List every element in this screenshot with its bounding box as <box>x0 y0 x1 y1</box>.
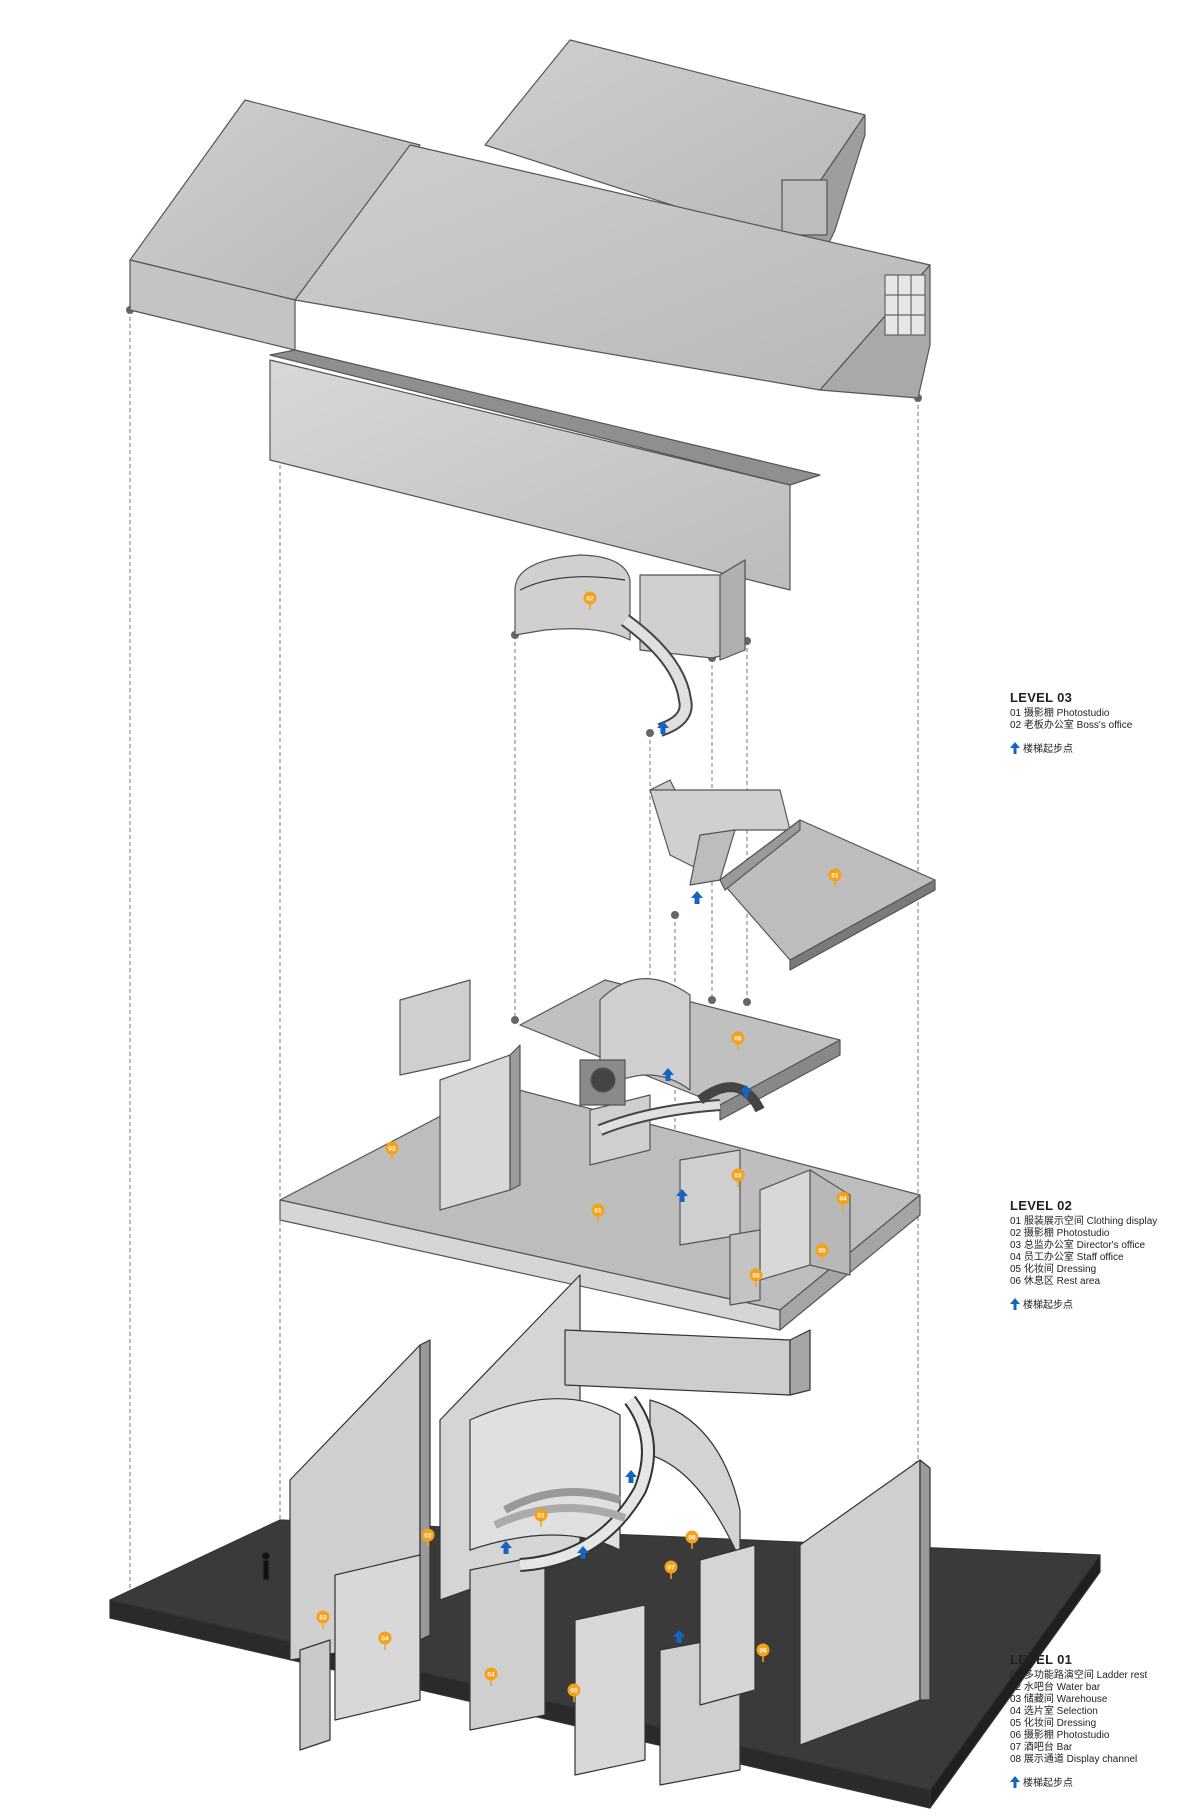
location-marker: 06 <box>731 1031 745 1050</box>
level-02-slab <box>279 978 921 1331</box>
legend-level-02: LEVEL 02 01 服装展示空间 Clothing display 02 摄… <box>1010 1198 1195 1311</box>
marker-number: 01 <box>537 1513 545 1520</box>
stair-start-arrow-icon <box>500 1541 512 1554</box>
marker-number: 05 <box>752 1273 760 1280</box>
legend-stair-note: 楼梯起步点 <box>1010 1296 1195 1311</box>
roof <box>129 39 931 591</box>
location-marker: 04 <box>484 1667 498 1686</box>
stair-start-arrow-icon <box>577 1546 589 1559</box>
marker-number: 04 <box>839 1196 847 1203</box>
marker-number: 05 <box>570 1688 578 1695</box>
stair-note-label: 楼梯起步点 <box>1023 744 1073 755</box>
legend-item: 03 储藏间 Warehouse <box>1010 1694 1108 1705</box>
location-marker: 04 <box>378 1631 392 1650</box>
marker-number: 08 <box>688 1535 696 1542</box>
legend-level-01: LEVEL 01 01 多功能路演空间 Ladder rest 02 水吧台 W… <box>1010 1652 1195 1789</box>
location-marker: 01 <box>534 1508 548 1527</box>
level-03-photostudio <box>649 779 936 971</box>
legend-item: 03 总监办公室 Director's office <box>1010 1240 1146 1251</box>
marker-number: 02 <box>586 596 594 603</box>
legend-item: 06 摄影棚 Photostudio <box>1010 1730 1110 1741</box>
legend-stair-note: 楼梯起步点 <box>1010 1774 1195 1789</box>
location-markers: 02 01 06 02 01 03 04 05 05 01 02 08 07 03 04 04 05 06 <box>316 591 850 1702</box>
marker-number: 03 <box>734 1173 742 1180</box>
stair-start-arrow-icon <box>657 721 669 734</box>
marker-number: 05 <box>818 1248 826 1255</box>
stair-start-arrow-icon <box>676 1189 688 1202</box>
location-marker: 07 <box>664 1560 678 1579</box>
legend-item: 04 员工办公室 Staff office <box>1010 1252 1124 1263</box>
legend-title: LEVEL 03 <box>1010 690 1073 705</box>
legend-item: 02 老板办公室 Boss's office <box>1010 720 1133 731</box>
location-marker: 03 <box>731 1168 745 1187</box>
location-marker: 04 <box>836 1191 850 1210</box>
marker-number: 06 <box>734 1036 742 1043</box>
level-01-ground <box>109 1274 1101 1809</box>
location-marker: 05 <box>815 1243 829 1262</box>
marker-number: 01 <box>594 1208 602 1215</box>
marker-number: 02 <box>388 1146 396 1153</box>
legend-item: 02 摄影棚 Photostudio <box>1010 1228 1110 1239</box>
marker-number: 01 <box>831 873 839 880</box>
location-marker: 05 <box>567 1683 581 1702</box>
marker-number: 03 <box>319 1615 327 1622</box>
legend-item: 07 酒吧台 Bar <box>1010 1742 1073 1753</box>
marker-number: 02 <box>424 1533 432 1540</box>
location-marker: 01 <box>828 868 842 887</box>
up-arrow-icon <box>1010 741 1020 754</box>
up-arrow-icon <box>1010 1297 1020 1310</box>
marker-number: 04 <box>487 1672 495 1679</box>
location-marker: 03 <box>316 1610 330 1629</box>
marker-number: 06 <box>759 1648 767 1655</box>
stair-start-arrow-icon <box>691 891 703 904</box>
location-marker: 01 <box>591 1203 605 1222</box>
legend-item: 04 选片室 Selection <box>1010 1706 1098 1717</box>
legend-item: 05 化妆间 Dressing <box>1010 1718 1097 1729</box>
location-marker: 02 <box>421 1528 435 1547</box>
marker-number: 04 <box>381 1636 389 1643</box>
location-marker: 08 <box>685 1530 699 1549</box>
legend-title: LEVEL 01 <box>1010 1652 1073 1667</box>
legend-item: 06 休息区 Rest area <box>1010 1276 1101 1287</box>
marker-number: 07 <box>667 1565 675 1572</box>
legend-title: LEVEL 02 <box>1010 1198 1073 1213</box>
stair-note-label: 楼梯起步点 <box>1023 1778 1073 1789</box>
legend-level-03: LEVEL 03 01 摄影棚 Photostudio 02 老板办公室 Bos… <box>1010 690 1195 755</box>
stair-note-label: 楼梯起步点 <box>1023 1300 1073 1311</box>
location-marker: 02 <box>583 591 597 610</box>
legend-item: 02 水吧台 Water bar <box>1010 1682 1101 1693</box>
legend-item: 08 展示通道 Display channel <box>1010 1754 1138 1765</box>
location-marker: 06 <box>756 1643 770 1662</box>
stair-start-arrows <box>500 721 752 1643</box>
location-marker: 02 <box>385 1141 399 1160</box>
stair-start-arrow-icon <box>673 1630 685 1643</box>
legend-item: 05 化妆间 Dressing <box>1010 1264 1097 1275</box>
legend-item: 01 服装展示空间 Clothing display <box>1010 1216 1158 1227</box>
up-arrow-icon <box>1010 1775 1020 1788</box>
legend-stair-note: 楼梯起步点 <box>1010 740 1195 755</box>
stair-start-arrow-icon <box>625 1470 637 1483</box>
legend-item: 01 多功能路演空间 Ladder rest <box>1010 1670 1148 1681</box>
legend-item: 01 摄影棚 Photostudio <box>1010 708 1110 719</box>
location-marker: 05 <box>749 1268 763 1287</box>
level-03-boss-office <box>514 554 746 737</box>
stair-start-arrow-icon <box>662 1068 674 1081</box>
stair-start-arrow-icon <box>740 1085 752 1098</box>
